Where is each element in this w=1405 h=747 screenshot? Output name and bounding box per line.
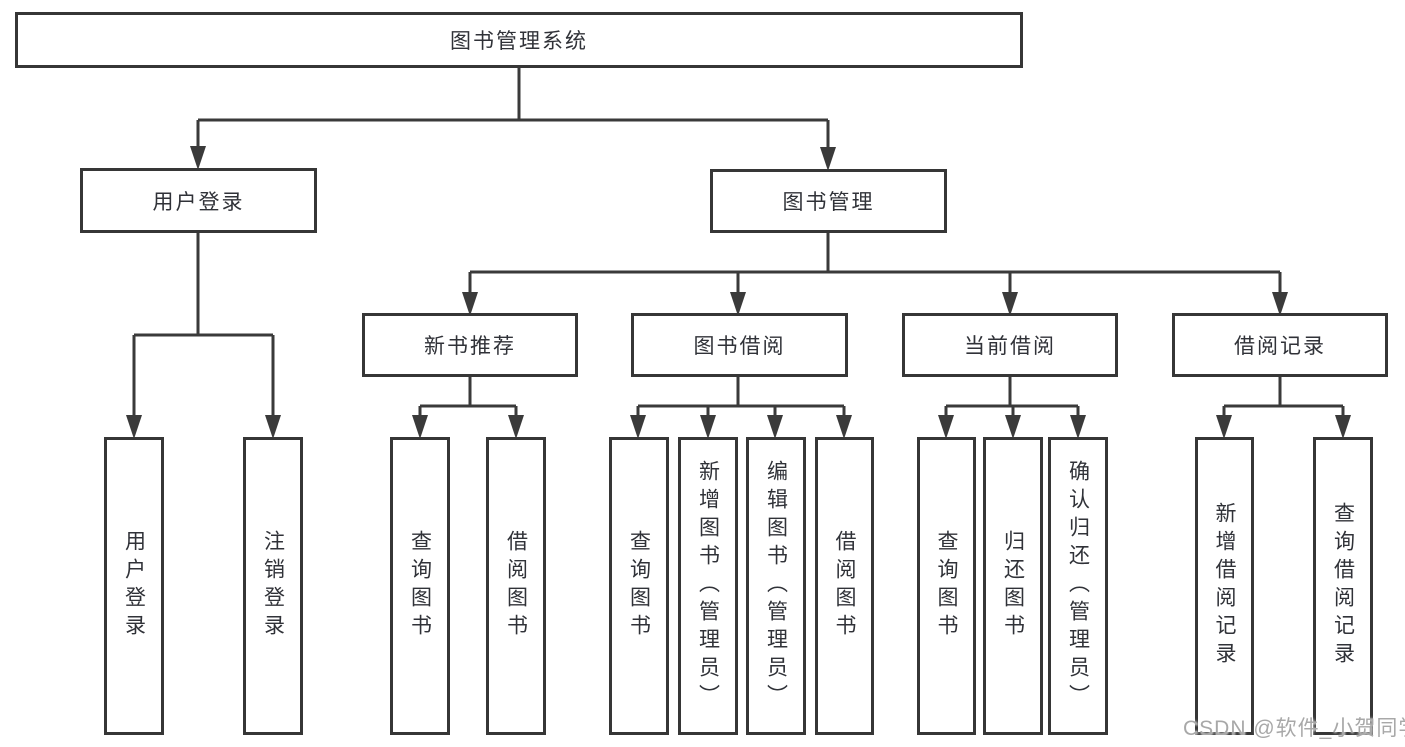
arrowhead: [126, 415, 142, 439]
leaf-query-books-borrow: 查询图书: [609, 437, 669, 735]
leaf-borrow-books-recommend: 借阅图书: [486, 437, 546, 735]
edge-user-login-to-leaves: [132, 233, 275, 420]
edge-new-book-to-leaves: [418, 377, 518, 420]
arrowhead: [412, 415, 428, 439]
arrowhead: [630, 415, 646, 439]
arrowhead: [820, 147, 836, 171]
arrowhead: [1005, 415, 1021, 439]
edge-borrow-records-to-leaves: [1222, 377, 1345, 420]
node-new-book-recommend: 新书推荐: [362, 313, 578, 377]
arrowhead: [265, 415, 281, 439]
arrowhead: [190, 146, 206, 170]
node-book-management: 图书管理: [710, 169, 947, 233]
edge-book-borrow-to-leaves: [636, 377, 846, 420]
leaf-query-borrow-record: 查询借阅记录: [1313, 437, 1373, 735]
leaf-edit-book-admin: 编辑图书（管理员）: [746, 437, 806, 735]
arrowhead: [1070, 415, 1086, 439]
leaf-query-books-recommend: 查询图书: [390, 437, 450, 735]
node-borrow-records: 借阅记录: [1172, 313, 1388, 377]
node-book-borrow: 图书借阅: [631, 313, 848, 377]
arrowhead: [1335, 415, 1351, 439]
node-root: 图书管理系统: [15, 12, 1023, 68]
edge-root-to-level1: [196, 68, 830, 151]
leaf-query-books-current: 查询图书: [917, 437, 976, 735]
node-user-login: 用户登录: [80, 168, 317, 233]
arrowhead: [1216, 415, 1232, 439]
arrowhead: [938, 415, 954, 439]
leaf-logout: 注销登录: [243, 437, 303, 735]
leaf-add-borrow-record: 新增借阅记录: [1195, 437, 1254, 735]
edge-current-borrow-to-leaves: [944, 377, 1080, 420]
leaf-add-book-admin: 新增图书（管理员）: [678, 437, 738, 735]
arrowhead: [508, 415, 524, 439]
arrowhead: [767, 415, 783, 439]
node-current-borrow: 当前借阅: [902, 313, 1118, 377]
leaf-borrow-books: 借阅图书: [815, 437, 874, 735]
arrowhead: [836, 415, 852, 439]
arrowhead: [700, 415, 716, 439]
leaf-user-login: 用户登录: [104, 437, 164, 735]
leaf-confirm-return-admin: 确认归还（管理员）: [1048, 437, 1108, 735]
leaf-return-books: 归还图书: [983, 437, 1043, 735]
edge-book-mgmt-to-level2: [468, 233, 1282, 297]
csdn-watermark: CSDN @软件_小贺同学: [1183, 717, 1405, 740]
